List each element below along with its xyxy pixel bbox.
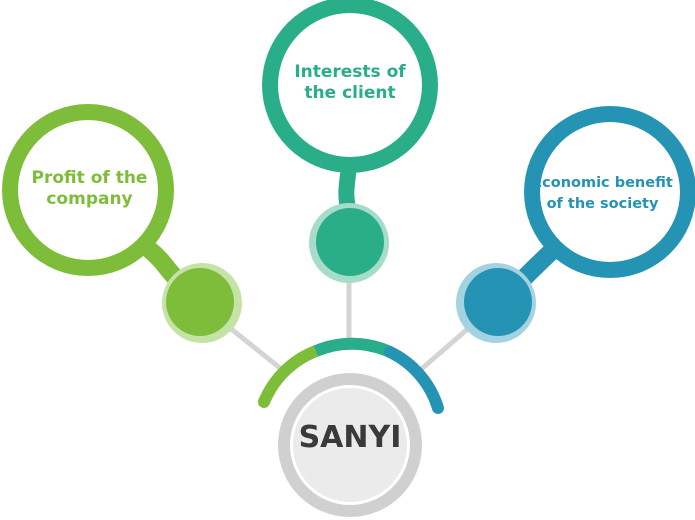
- node-client-label: Interests of the client: [282, 62, 418, 105]
- node-profit-label-line2: company: [46, 189, 133, 210]
- arc-segment-profit: [258, 345, 322, 408]
- center-label: SANYI: [298, 420, 402, 455]
- node-society-bubble: [540, 122, 680, 262]
- node-profit-dot: [166, 268, 234, 336]
- node-profit-label-line1: Profit of the: [31, 168, 148, 188]
- node-society-label-line2: of the society: [546, 196, 659, 213]
- node-profit-label: Profit of the company: [22, 168, 157, 211]
- node-client-label-line2: the client: [304, 83, 396, 104]
- node-profit-bubble: [18, 120, 158, 260]
- node-profit: [2, 104, 242, 343]
- node-society-label: Economic benefit of the society: [520, 173, 685, 215]
- node-society: [456, 106, 695, 343]
- node-client: [262, 0, 438, 283]
- center-disc: [293, 388, 407, 502]
- node-society-dot: [464, 268, 532, 336]
- node-client-bubble: [278, 13, 422, 157]
- node-client-label-line1: Interests of: [294, 62, 406, 82]
- arc-segment-client: [313, 337, 393, 358]
- arc-segment-society: [384, 346, 444, 414]
- node-client-dot: [316, 208, 384, 276]
- node-society-label-line1: Economic benefit: [532, 175, 673, 191]
